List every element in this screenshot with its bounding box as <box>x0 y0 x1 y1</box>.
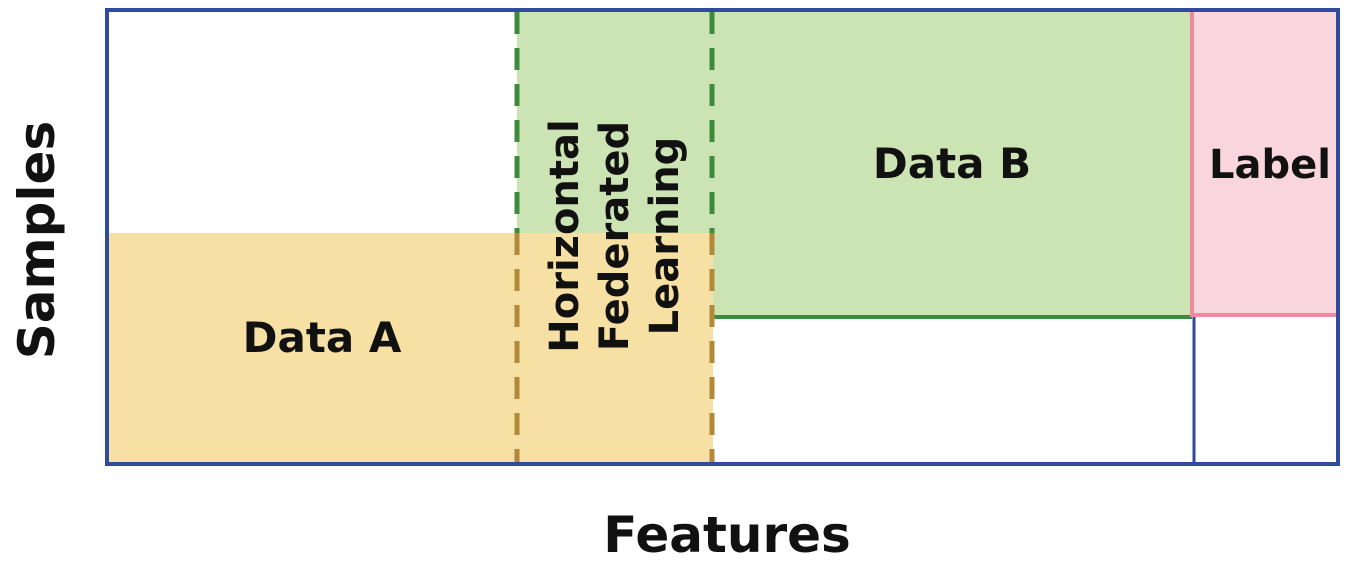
y-axis-label: Samples <box>8 121 66 359</box>
label-region-label: Label <box>1209 142 1331 188</box>
overlap-line-2: Federated <box>592 121 638 351</box>
outer-frame <box>105 8 1340 466</box>
overlap-green-part <box>517 10 713 233</box>
data-a-label: Data A <box>243 313 402 362</box>
overlap-label-group: Horizontal Federated Learning <box>542 119 688 352</box>
data-b-label: Data B <box>873 139 1031 188</box>
overlap-line-1: Horizontal <box>542 119 588 352</box>
x-axis-label: Features <box>603 506 851 562</box>
overlap-line-3: Learning <box>642 137 688 336</box>
overlap-gold-part <box>517 233 713 464</box>
label-region <box>1192 10 1338 317</box>
